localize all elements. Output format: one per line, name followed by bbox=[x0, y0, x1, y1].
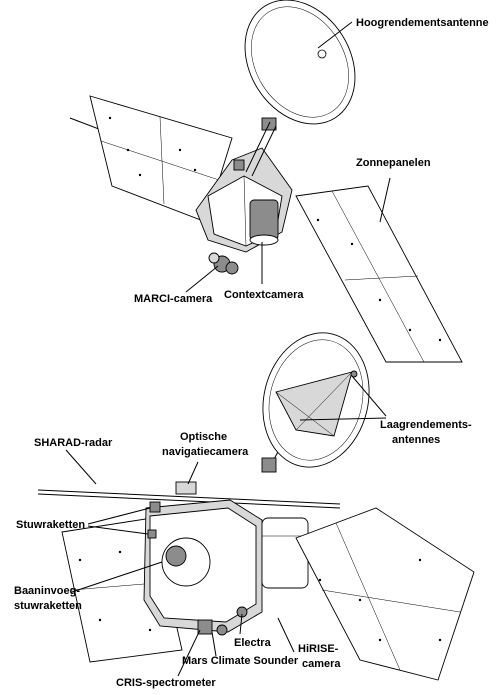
leader-hirise bbox=[277, 617, 295, 653]
label-context-camera: Contextcamera bbox=[224, 289, 304, 301]
leader-mcs bbox=[211, 631, 217, 657]
leader-high-gain-antenna bbox=[317, 21, 353, 49]
leader-thrusters-2 bbox=[87, 525, 149, 535]
leader-cris bbox=[177, 629, 201, 677]
leader-low-gain-2 bbox=[299, 417, 387, 421]
top-spacecraft-bus bbox=[195, 117, 293, 275]
bottom-spacecraft-drawing bbox=[37, 332, 475, 681]
label-sharad-radar: SHARAD-radar bbox=[34, 437, 113, 449]
label-thrusters: Stuwraketten bbox=[16, 519, 85, 531]
label-electra: Electra bbox=[234, 637, 272, 649]
top-spacecraft-drawing bbox=[69, 0, 463, 363]
label-low-gain-antennas-1: Laagrendements- bbox=[380, 419, 472, 431]
bottom-spacecraft-bus bbox=[143, 481, 309, 636]
leader-thrusters-1 bbox=[87, 507, 151, 525]
label-optical-nav-2: navigatiecamera bbox=[162, 446, 249, 458]
leader-lines bbox=[65, 21, 391, 677]
top-high-gain-antenna-dish bbox=[244, 0, 356, 125]
label-high-gain-antenna: Hoogrendementsantenne bbox=[356, 17, 489, 29]
label-mars-climate-sounder: Mars Climate Sounder bbox=[182, 655, 299, 667]
leader-marci bbox=[185, 265, 219, 293]
leader-solar-panels bbox=[379, 177, 391, 223]
label-cris-spectrometer: CRIS-spectrometer bbox=[116, 677, 216, 689]
label-optical-nav-1: Optische bbox=[180, 431, 227, 443]
leader-optical-nav bbox=[187, 461, 199, 485]
label-low-gain-antennas-2: antennes bbox=[392, 434, 440, 446]
label-solar-panels: Zonnepanelen bbox=[356, 157, 431, 169]
label-marci-camera: MARCI-camera bbox=[134, 293, 213, 305]
top-right-solar-panel bbox=[295, 185, 463, 363]
label-orbit-insertion-2: stuwraketten bbox=[14, 600, 82, 612]
leader-sharad bbox=[65, 449, 97, 485]
labels: Hoogrendementsantenne Zonnepanelen MARCI… bbox=[14, 17, 489, 689]
bottom-high-gain-antenna-dish bbox=[262, 332, 370, 468]
label-hirise-1: HiRISE- bbox=[298, 643, 339, 655]
label-orbit-insertion-1: Baaninvoeg- bbox=[14, 585, 80, 597]
bottom-right-solar-panel bbox=[295, 507, 475, 681]
leader-orbit-insertion bbox=[71, 561, 163, 593]
leader-electra bbox=[239, 613, 243, 635]
label-hirise-2: camera bbox=[302, 658, 341, 670]
leader-low-gain-1 bbox=[351, 375, 387, 417]
